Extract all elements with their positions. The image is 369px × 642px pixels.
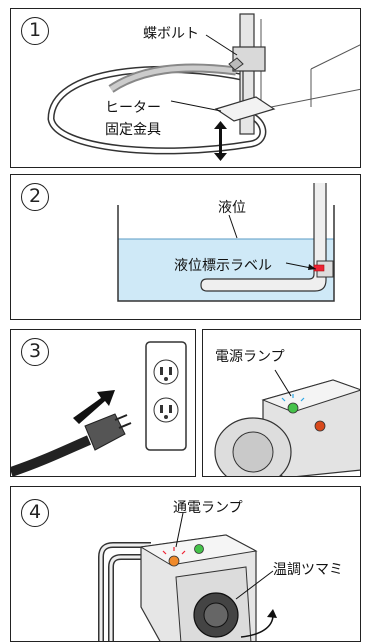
wall-outlet (145, 341, 187, 451)
insert-arrow (73, 390, 115, 424)
energize-lamp-label: 通電ランプ (173, 500, 243, 516)
wing-bolt (228, 57, 244, 71)
step-4-number: 4 (21, 499, 49, 527)
step-1-number: 1 (21, 17, 49, 45)
energize-glow (162, 547, 186, 555)
up-down-arrow (214, 121, 227, 161)
step-2-number: 2 (21, 183, 49, 211)
bracket-label-line1: ヒーター (105, 100, 161, 116)
step-3-heater-illustration (214, 369, 360, 476)
energize-lamp-orange (168, 555, 180, 567)
level-label-sticker (313, 264, 325, 272)
heater-pipe-2 (200, 183, 327, 292)
power-lamp-green (287, 402, 299, 414)
temperature-knob-label: 温調ツマミ (273, 562, 343, 578)
tank (117, 205, 335, 302)
step-1-illustration (47, 13, 360, 161)
socket-top (153, 359, 179, 385)
water-level-text: 液位 (218, 200, 246, 216)
tank-edge (260, 19, 360, 110)
lamp-glow (281, 394, 305, 402)
energize-lamp-red (314, 420, 326, 432)
step-4-illustration (98, 512, 277, 641)
step-3-lamp-panel: 電源ランプ (202, 329, 361, 477)
step-4-panel: 4 通電ランプ 温調ツマミ (10, 486, 361, 642)
power-plug (11, 413, 132, 476)
bracket-label: ヒーター 固定金具 (105, 97, 161, 141)
power-lamp-label: 電源ランプ (215, 349, 285, 365)
step-2-illustration (117, 183, 335, 302)
step-3-outlet-panel: 3 (10, 329, 196, 477)
bracket-label-line2: 固定金具 (105, 122, 161, 138)
socket-bottom (153, 397, 179, 423)
bracket-plate (214, 96, 276, 122)
rotate-arrow (240, 614, 274, 638)
wing-bolt-label: 蝶ボルト (143, 26, 199, 42)
step-1-panel: 1 蝶ボルト ヒーター 固定金具 (10, 8, 361, 168)
step-2-panel: 2 液位 液位標示ラベル (10, 174, 361, 320)
step-3-outlet-illustration (11, 341, 187, 476)
water-level-label-text: 液位標示ラベル (174, 258, 272, 274)
power-lamp-green-2 (194, 544, 204, 554)
step-3-number: 3 (21, 338, 49, 366)
